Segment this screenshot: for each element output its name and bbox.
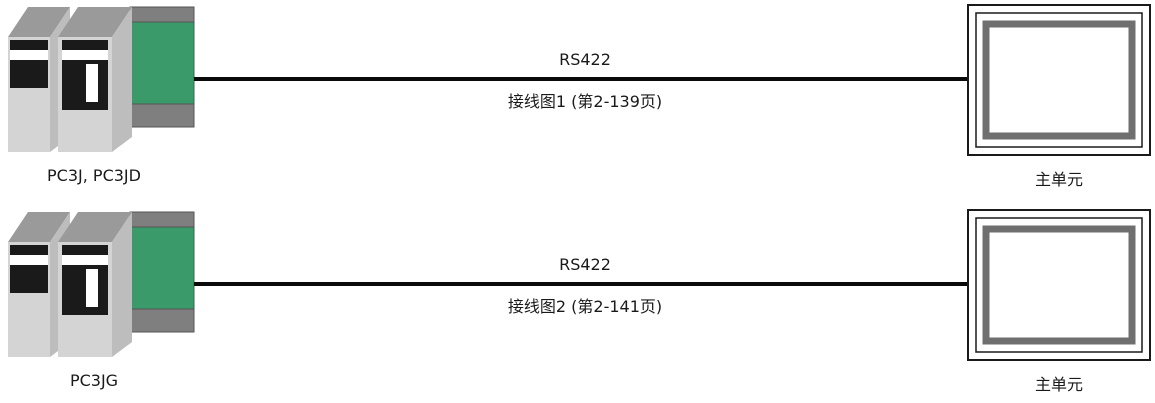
connection-diagram-1: RS422 接线图1 (第2-139页) PC3J, PC3JD 主单元 bbox=[0, 0, 1155, 198]
main-unit-display-icon bbox=[967, 209, 1151, 361]
wiring-diagram-reference: 接线图2 (第2-141页) bbox=[507, 297, 663, 316]
wiring-diagram-reference: 接线图1 (第2-139页) bbox=[507, 92, 663, 111]
plc-model-label: PC3JG bbox=[69, 371, 119, 390]
main-unit-display-icon bbox=[967, 4, 1151, 156]
protocol-label: RS422 bbox=[559, 50, 611, 69]
plc-device-icon bbox=[8, 6, 195, 152]
main-unit-label: 主单元 bbox=[1034, 375, 1083, 394]
plc-device-icon bbox=[8, 211, 195, 357]
rs422-cable bbox=[194, 77, 968, 81]
connection-diagram-2: RS422 接线图2 (第2-141页) PC3JG 主单元 bbox=[0, 205, 1155, 403]
rs422-cable bbox=[194, 282, 968, 286]
plc-model-label: PC3J, PC3JD bbox=[47, 166, 141, 185]
main-unit-label: 主单元 bbox=[1034, 170, 1083, 189]
protocol-label: RS422 bbox=[559, 255, 611, 274]
